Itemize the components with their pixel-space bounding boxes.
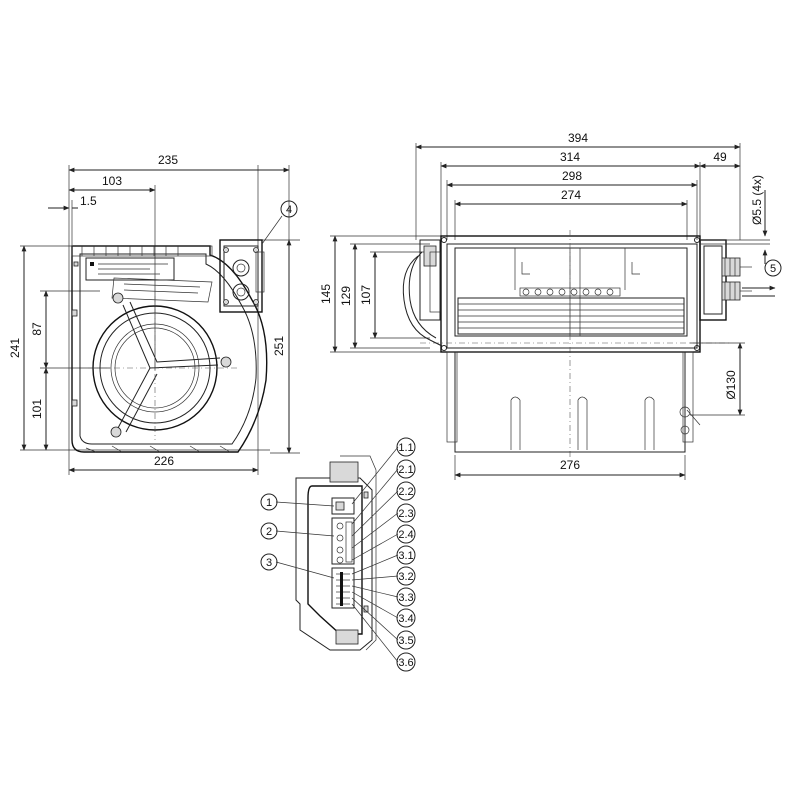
callout-4-label: 4 (286, 204, 292, 216)
dim-226-label: 226 (154, 454, 174, 468)
terminal-block (219, 239, 263, 313)
right-callouts: 1.1 2.1 2.2 2.3 2.4 3.1 3.2 3.3 (351, 437, 416, 672)
dim-107-label: 107 (359, 285, 373, 305)
cable-gland-lower (232, 283, 250, 301)
connector-view: 1 2 3 1.1 2.1 2.2 2.3 2.4 3.1 (260, 437, 416, 672)
connector-tab-bottom (335, 629, 359, 645)
dim-87-label: 87 (30, 322, 44, 336)
terminal-group-2 (331, 517, 355, 565)
impeller-housing (454, 247, 688, 337)
conn-callout-3.1-label: 3.1 (398, 550, 413, 562)
conn-callout-3.2-label: 3.2 (398, 571, 413, 583)
cable-gland-upper (232, 259, 250, 277)
front-view: 394 314 49 298 274 145 129 107 (319, 131, 782, 480)
dim-298-label: 298 (562, 169, 582, 183)
mounting-flange (440, 235, 701, 353)
conn-callout-2-circle (260, 522, 278, 540)
callout-5-circle (764, 259, 782, 277)
conn-callout-1.1-label: 1.1 (398, 442, 413, 454)
connector-tab-top (329, 461, 359, 483)
conn-callout-1-label: 1 (266, 497, 272, 509)
rating-plate (85, 257, 175, 281)
conn-callout-3.3-label: 3.3 (398, 592, 413, 604)
conn-callout-2.4-circle (396, 524, 416, 544)
conn-callout-2.1-circle (396, 459, 416, 479)
warning-label (111, 277, 213, 303)
dim-101-label: 101 (30, 399, 44, 419)
dim-235-label: 235 (158, 153, 178, 167)
conn-callout-3.5-label: 3.5 (398, 635, 413, 647)
outlet-body (454, 351, 686, 453)
conn-callout-2.4-label: 2.4 (398, 529, 413, 541)
callout-4-circle (280, 200, 298, 218)
hole-dim-label: Ø5.5 (4x) (750, 175, 764, 225)
conn-callout-3.5-circle (396, 630, 416, 650)
connector-housing-outer (295, 477, 373, 651)
dim-130-label: Ø130 (724, 370, 738, 400)
dim-394-label: 394 (568, 131, 588, 145)
dim-1.5-label: 1.5 (80, 194, 97, 208)
conn-callout-2.2-label: 2.2 (398, 486, 413, 498)
conn-callout-3.2-circle (396, 566, 416, 586)
dim-103-label: 103 (102, 174, 122, 188)
conn-callout-1-circle (260, 493, 278, 511)
dim-274-label: 274 (561, 188, 581, 202)
callout-5-label: 5 (770, 263, 776, 275)
conn-callout-2.2-circle (396, 481, 416, 501)
conn-callout-1.1-circle (396, 437, 416, 457)
conn-callout-3.6-circle (396, 652, 416, 672)
conn-callout-3.1-circle (396, 545, 416, 565)
side-view: 235 103 1.5 241 87 101 251 226 (8, 153, 300, 475)
conn-callout-3.4-circle (396, 608, 416, 628)
conn-callout-2.3-label: 2.3 (398, 508, 413, 520)
conn-callout-2-label: 2 (266, 526, 272, 538)
dim-251-label: 251 (272, 336, 286, 356)
conn-callout-3.4-label: 3.4 (398, 613, 413, 625)
top-band-ribs (81, 246, 179, 256)
dim-241-label: 241 (8, 338, 22, 358)
conn-callout-2.3-circle (396, 503, 416, 523)
dim-129-label: 129 (339, 286, 353, 306)
terminal-group-3 (331, 567, 355, 609)
conn-callout-3.6-label: 3.6 (398, 657, 413, 669)
cable-left (402, 255, 443, 347)
dim-49-label: 49 (713, 150, 727, 164)
dim-276-label: 276 (560, 458, 580, 472)
terminal-group-1 (331, 497, 355, 515)
conn-callout-2.1-label: 2.1 (398, 464, 413, 476)
dim-314-label: 314 (560, 150, 580, 164)
conn-callout-3-label: 3 (266, 557, 272, 569)
impeller-blades (457, 297, 685, 335)
conn-callout-3.3-circle (396, 587, 416, 607)
dim-145-label: 145 (319, 284, 333, 304)
conn-callout-3-circle (260, 553, 278, 571)
